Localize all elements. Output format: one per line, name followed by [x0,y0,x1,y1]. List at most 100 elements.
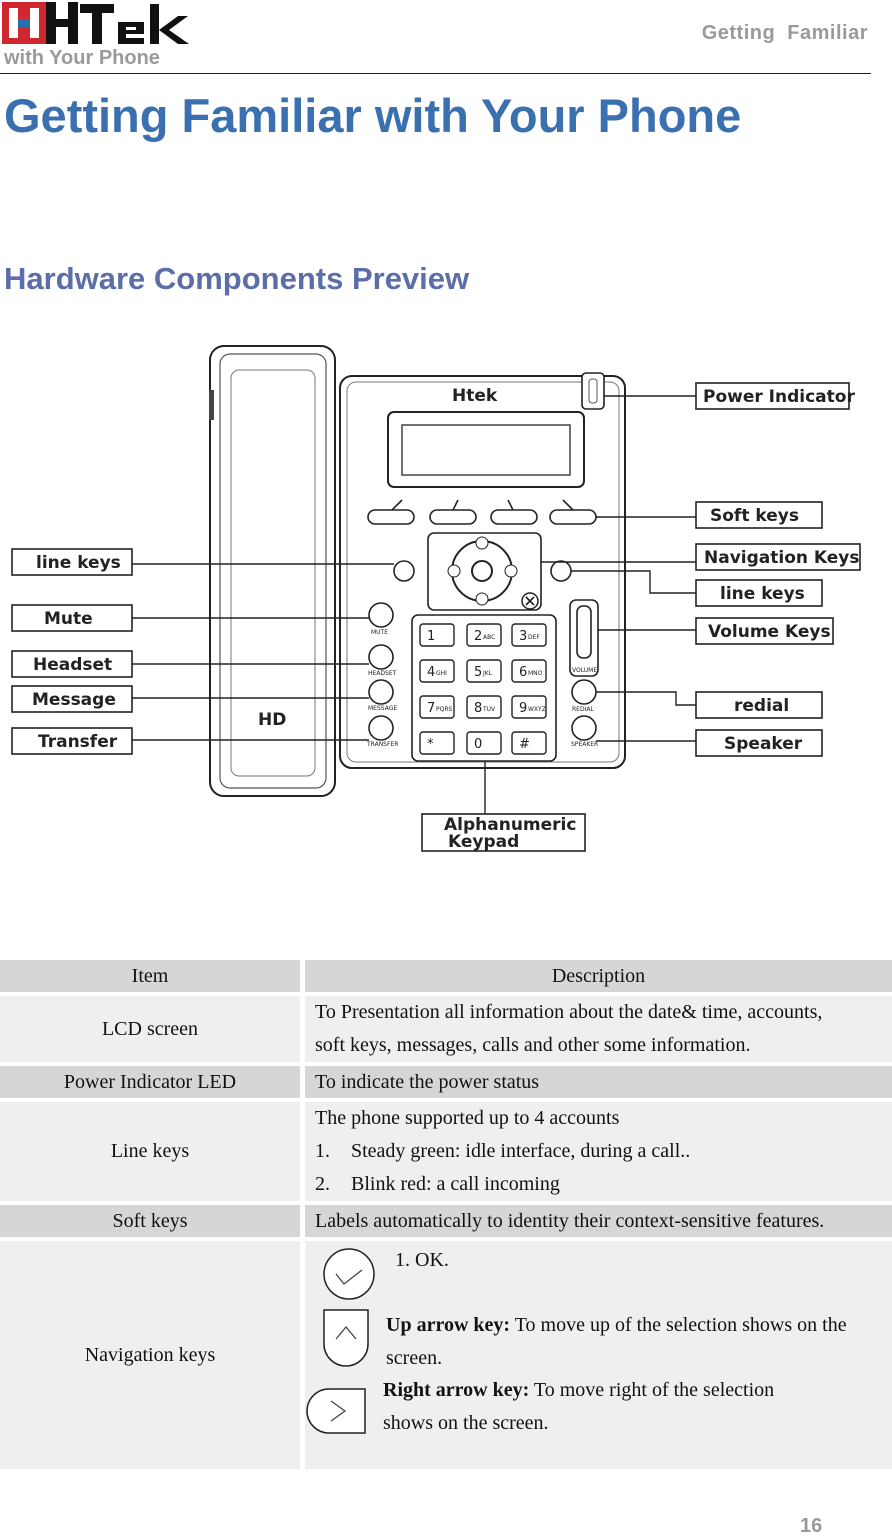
function-keys [368,602,394,741]
keypad-key-digit: 4 [427,665,435,680]
up-arrow-key-icon [323,1309,369,1367]
handset [209,345,336,797]
keypad-key [511,623,547,647]
volume-key-label: VOLUME [572,667,597,674]
right-arrow-title: Right arrow key: [383,1379,530,1401]
hd-badge: HD [258,710,286,730]
running-header: Getting Familiar [701,22,868,44]
callout-line-keys-right: line keys [720,584,805,604]
message-key-label: MESSAGE [368,705,397,712]
right-arrow-key-text: Right arrow key: To move right of the se… [383,1374,774,1440]
up-arrow-description: To move up of the selection shows on the [510,1314,847,1336]
row-item: Navigation keys [0,1241,300,1469]
table-row: Navigation keys 1. OK. Up arrow key: To … [0,1241,892,1469]
callout-line-keys-left: line keys [36,553,121,573]
keypad-key-letters: JKL [482,670,493,677]
keypad-key [466,695,502,719]
redial-key-label: REDIAL [572,706,594,713]
keypad-key [466,659,502,683]
keypad-key [419,695,455,719]
keypad-key [511,695,547,719]
table-row: Soft keys Labels automatically to identi… [0,1205,892,1237]
keypad-key-digit: 3 [519,629,527,644]
row-description-line: soft keys, messages, calls and other som… [315,1034,751,1056]
keypad-key-letters: GHI [436,670,447,677]
headset-key-label: HEADSET [368,670,397,677]
speaker-key [571,715,597,741]
keypad-key-digit: # [519,737,530,752]
section-title: Hardware Components Preview [4,261,470,296]
line-key-left [393,560,415,582]
header-rule [0,73,871,74]
list-number: 2. [315,1173,330,1195]
page-number: 16 [800,1515,823,1537]
callout-volume-keys: Volume Keys [708,622,831,642]
line-key-right [550,560,572,582]
keypad-key-digit: 5 [474,665,482,680]
list-item: 2.Blink red: a call incoming [315,1168,892,1201]
callout-alphanumeric: Alphanumeric [444,815,576,835]
row-item: LCD screen [0,996,300,1062]
keypad-key-digit: 9 [519,701,527,716]
row-description-line: To Presentation all information about th… [315,1001,823,1023]
right-arrow-description-cont: shows on the screen. [383,1412,549,1434]
callout-boxes [11,382,861,852]
keypad-key-letters: MNO [528,670,543,677]
callout-redial: redial [734,696,789,716]
transfer-key-label: TRANSFER [366,741,398,748]
callout-headset: Headset [33,655,112,675]
list-text: Steady green: idle interface, during a c… [351,1140,691,1162]
power-indicator-led [581,372,605,410]
speaker-key-label: SPEAKER [571,741,598,748]
ok-key-icon [323,1248,375,1300]
keypad-key-digit: 1 [427,629,435,644]
header-subtitle: with Your Phone [4,47,160,69]
htek-logo [2,2,189,44]
table-row: LCD screen To Presentation all informati… [0,996,892,1062]
hardware-description-table: Item Description LCD screen To Presentat… [0,956,892,1473]
keypad-key [419,623,455,647]
keypad-key-letters: TUV [482,706,496,713]
redial-key [571,679,597,705]
soft-keys [367,499,597,525]
callout-navigation-keys: Navigation Keys [704,548,860,568]
keypad-key [511,659,547,683]
table-row: Power Indicator LED To indicate the powe… [0,1066,892,1098]
keypad-key-letters: PQRS [436,706,453,713]
callout-mute: Mute [44,609,93,629]
keypad-key-digit: 2 [474,629,482,644]
keypad-key-digit: * [427,737,434,752]
callout-power-indicator: Power Indicator [703,387,855,407]
callout-message: Message [32,690,116,710]
keypad-key-digit: 8 [474,701,482,716]
table-header-row: Item Description [0,960,892,992]
phone-diagram: Htek [11,345,861,852]
keypad-key-digit: 7 [427,701,435,716]
keypad-key-digit: 6 [519,665,527,680]
row-description-line: Labels automatically to identity their c… [300,1205,892,1237]
keypad-key [419,731,455,755]
leader-lines [132,395,696,814]
keypad-key [511,731,547,755]
up-arrow-description-cont: screen. [386,1347,443,1369]
phone-base: Htek [258,372,626,769]
row-description-line: To indicate the power status [300,1066,892,1098]
right-arrow-key-icon [306,1388,366,1434]
keypad-key [466,623,502,647]
callout-keypad: Keypad [448,832,519,852]
mute-key-label: MUTE [371,629,388,636]
row-item: Power Indicator LED [0,1066,300,1098]
callout-transfer: Transfer [38,732,118,752]
keypad-key [419,659,455,683]
keypad-key-digit: 0 [474,737,482,752]
callout-speaker: Speaker [724,734,803,754]
row-description-line: The phone supported up to 4 accounts [315,1107,620,1129]
keypad-key-letters: WXYZ [528,706,546,713]
ok-key-text: 1. OK. [395,1249,449,1271]
table-header-description: Description [300,960,892,992]
phone-brand-logo: Htek [452,386,498,406]
keypad-key-letters: ABC [483,634,495,641]
up-arrow-key-text: Up arrow key: To move up of the selectio… [386,1309,847,1375]
list-number: 1. [315,1140,330,1162]
